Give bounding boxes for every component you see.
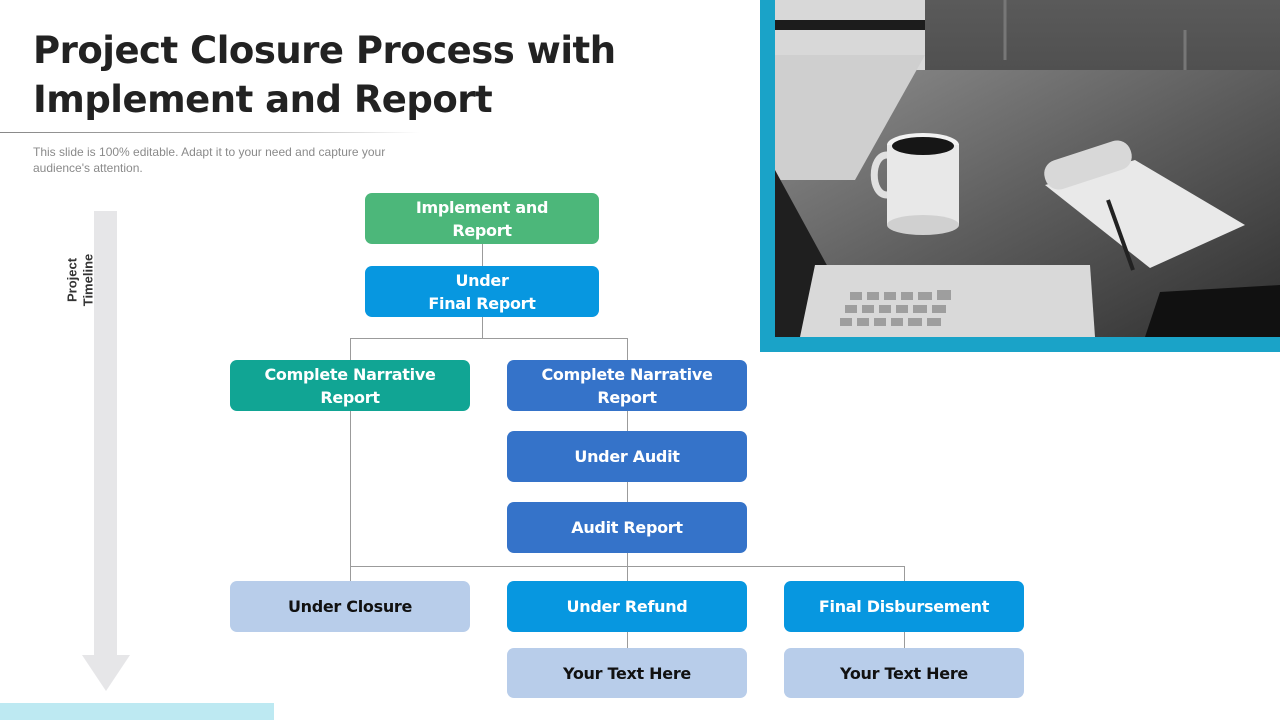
connector-line [350,566,905,567]
connector-line [350,338,351,360]
connector-line [627,338,628,360]
timeline-arrow-head [82,655,130,691]
node-under-refund: Under Refund [507,581,747,632]
node-implement-and-report: Implement and Report [365,193,599,244]
node-your-text-here-2: Your Text Here [784,648,1024,698]
node-under-final-report: Under Final Report [365,266,599,317]
timeline-arrow-shaft [94,211,117,655]
node-audit-report: Audit Report [507,502,747,553]
connector-line [482,317,483,338]
connector-line [627,553,628,581]
connector-line [482,243,483,266]
node-complete-narrative-report-right: Complete Narrative Report [507,360,747,411]
slide-subtitle: This slide is 100% editable. Adapt it to… [33,145,386,175]
connector-line [350,411,351,581]
connector-line [627,482,628,502]
node-your-text-here-1: Your Text Here [507,648,747,698]
connector-line [627,411,628,431]
desk-photo [775,0,1280,337]
timeline-label: Project Timeline [40,240,120,320]
node-final-disbursement: Final Disbursement [784,581,1024,632]
connector-line [627,632,628,648]
node-under-audit: Under Audit [507,431,747,482]
slide-title: Project Closure Process with Implement a… [33,29,616,121]
connector-line [904,566,905,581]
title-divider [0,132,420,133]
node-complete-narrative-report-left: Complete Narrative Report [230,360,470,411]
connector-line [904,632,905,648]
timeline-label-text: Project Timeline [63,253,95,307]
node-under-closure: Under Closure [230,581,470,632]
connector-line [350,338,628,339]
decorative-bottom-bar [0,703,274,720]
